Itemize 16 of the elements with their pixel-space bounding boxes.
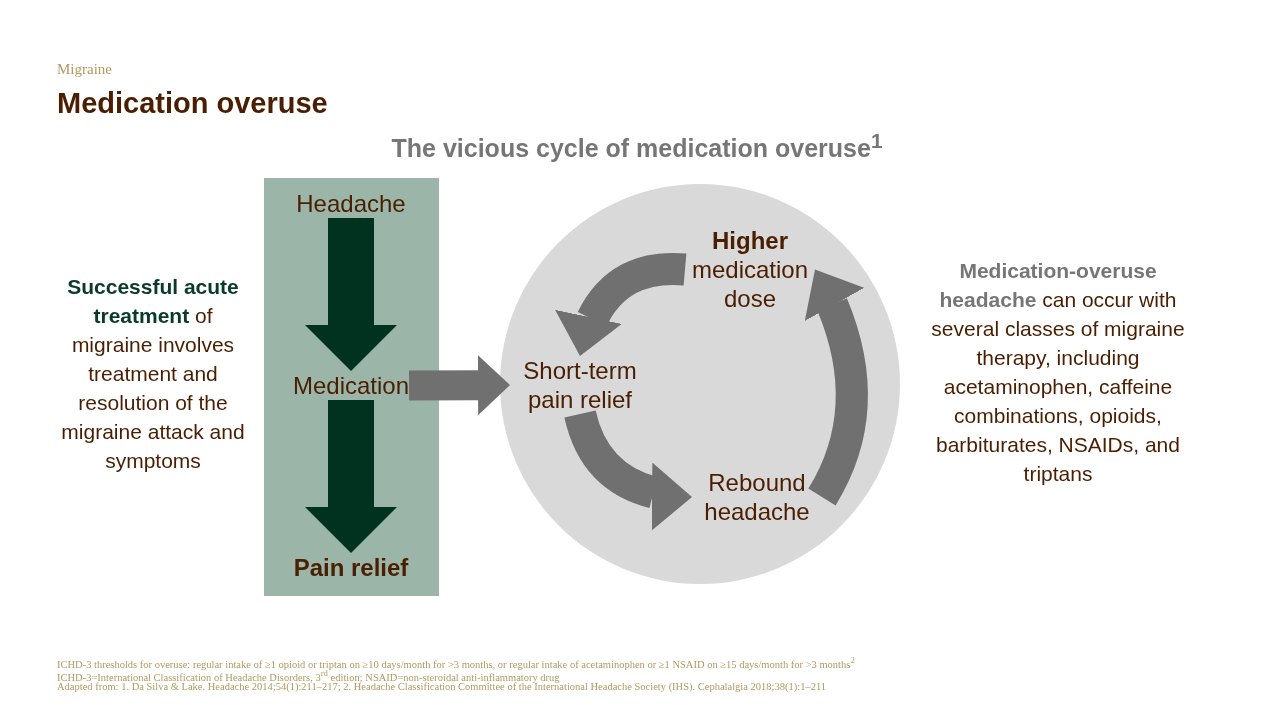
step-label: Rebound headache bbox=[692, 468, 822, 526]
block-arrow bbox=[305, 218, 397, 371]
step-label: Pain relief bbox=[293, 553, 409, 582]
section-label: Migraine bbox=[57, 60, 112, 78]
step-label: Medication bbox=[292, 371, 410, 400]
slide-title: Medication overuse bbox=[57, 86, 328, 120]
description-text: Medication-overuse headache can occur with several classes of migraine therapy, including acetaminophen, caffeine combinations, opioids, barbiturates, NSAIDs, and triptans bbox=[930, 258, 1186, 487]
block-arrow bbox=[305, 400, 397, 553]
description-text: Successful acute treatment of migraine involves treatment and resolution of the migraine attack and symptoms bbox=[60, 274, 246, 474]
block-arrow bbox=[408, 355, 511, 416]
step-label: Higher medication dose bbox=[685, 226, 815, 313]
step-label: Headache bbox=[296, 189, 406, 218]
subtitle: The vicious cycle of medication overuse$^{1}$ bbox=[390, 128, 884, 164]
block-arrow bbox=[564, 409, 693, 530]
step-label: Short-term pain relief bbox=[510, 356, 650, 414]
footnote: ICHD-3 thresholds for overuse: regular intake of ≥1 opioid or triptan on ≥10 days/month for >3 months, or regular intake of acetaminophen or ≥1 NSAID on ≥15 days/month for >3 months$^{2}$ bbox=[57, 654, 855, 670]
